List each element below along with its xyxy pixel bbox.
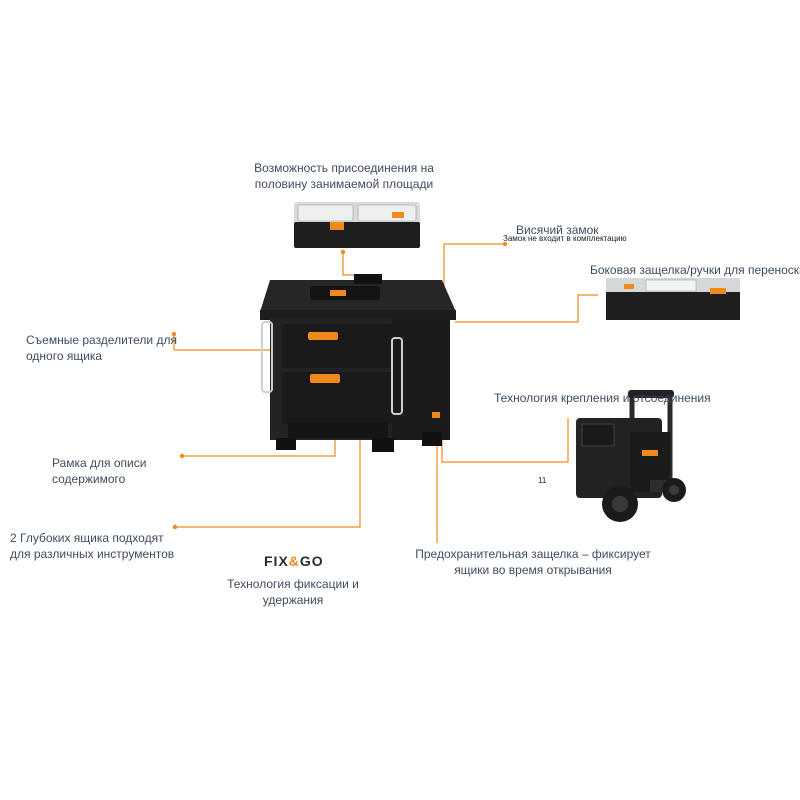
callout-drawers: 2 Глубоких ящика подходят для различных … <box>10 530 174 562</box>
fixgo-logo: FIX&GO <box>264 553 324 569</box>
callout-drawers-line2: для различных инструментов <box>10 547 175 561</box>
callout-drawers-line1: 2 Глубоких ящика подходят <box>10 531 164 545</box>
callout-dividers-line2: одного ящика <box>26 349 103 363</box>
callout-label-frame-line1: Рамка для описи <box>52 456 147 470</box>
callout-fixgo-caption-line2: удержания <box>262 593 324 607</box>
cart-photo <box>576 390 686 522</box>
toolbox-product-photo <box>260 274 456 452</box>
callout-side-latch: Боковая защелка/ручки для переноски <box>590 263 800 277</box>
organizer-photo <box>294 202 420 248</box>
callout-padlock-note: Замок не входит в комплектацию <box>503 234 627 243</box>
side-latch-photo <box>606 278 740 320</box>
callout-padlock: Висячий замок <box>516 223 599 237</box>
callout-half-area: Возможность присоединения на половину за… <box>244 160 444 192</box>
callout-label-frame: Рамка для описи содержимого <box>52 455 146 487</box>
leader-side-latch <box>455 294 598 323</box>
callout-safety-latch-line2: ящики во время открывания <box>454 563 612 577</box>
callout-fixgo-caption: Технология фиксации и удержания <box>218 576 368 608</box>
fixgo-logo-go: GO <box>299 553 324 569</box>
callout-dividers: Съемные разделители для одного ящика <box>26 332 177 364</box>
leader-dividers <box>173 334 282 351</box>
callout-dividers-line1: Съемные разделители для <box>26 333 177 347</box>
callout-half-area-line1: Возможность присоединения на <box>254 161 434 175</box>
callout-safety-latch: Предохранительная защелка – фиксирует ящ… <box>414 546 652 578</box>
callout-half-area-line2: половину занимаемой площади <box>254 177 434 191</box>
callout-attach-tech: Технология крепления и отсоединения <box>494 391 711 405</box>
callout-fixgo-caption-line1: Технология фиксации и <box>227 577 359 591</box>
fixgo-logo-fix: FIX <box>264 553 289 569</box>
page-number: 11 <box>538 476 547 485</box>
callout-safety-latch-line1: Предохранительная защелка – фиксирует <box>415 547 651 561</box>
fixgo-logo-mark: & <box>288 553 300 569</box>
callout-label-frame-line2: содержимого <box>52 472 126 486</box>
